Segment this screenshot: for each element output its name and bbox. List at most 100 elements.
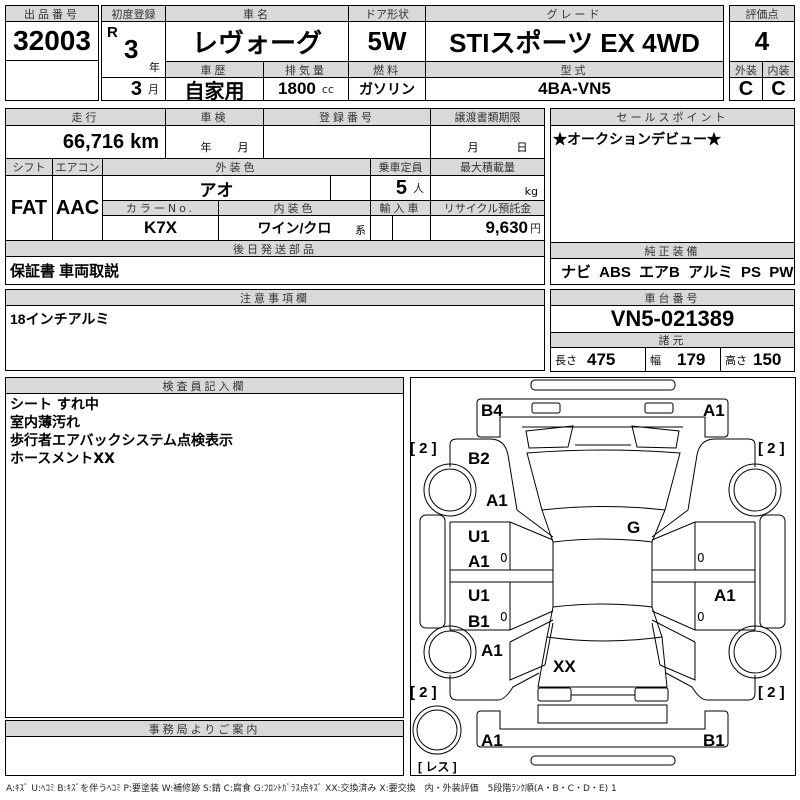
- grade-label: グレード: [425, 5, 724, 22]
- mark-lr-door-1: U1: [468, 586, 490, 605]
- doors-value: 5W: [348, 21, 426, 62]
- zero-mark: 0: [500, 610, 508, 624]
- mark-front-right: A1: [703, 401, 725, 420]
- exterior-label: 外装: [729, 61, 763, 78]
- car-name: レヴォーグ: [165, 21, 349, 62]
- width-cell: 幅 179: [645, 347, 721, 372]
- max-load-value: kg: [430, 175, 545, 201]
- mark-lf-pillar: A1: [486, 491, 508, 510]
- width-value: 179: [677, 349, 706, 369]
- ext-color-label: 外装色: [102, 158, 371, 176]
- reg-number-value: [263, 125, 431, 159]
- grade-value: STIスポーツ EX 4WD: [425, 21, 724, 62]
- lot-label: 出品番号: [5, 5, 99, 22]
- capacity-number: 5: [395, 176, 407, 199]
- reg-number-label: 登録番号: [263, 108, 431, 126]
- mileage-unit: km: [130, 130, 159, 153]
- inspector-notes: シート すれ中 室内薄汚れ 歩行者エアバックシステム点検表示 ホースメントXX: [5, 393, 404, 718]
- height-cell: 高さ 150: [720, 347, 795, 372]
- inspector-label: 検査員記入欄: [5, 377, 404, 394]
- mark-rear-left: A1: [481, 731, 503, 750]
- ext-color-extra: [330, 175, 371, 201]
- mark-lf-door-1: U1: [468, 527, 490, 546]
- shift-label: シフト: [5, 158, 53, 176]
- zero-mark: 0: [697, 551, 705, 565]
- capacity-unit: 人: [413, 182, 424, 195]
- car-name-label: 車名: [165, 5, 349, 22]
- height-value: 150: [753, 349, 782, 369]
- displacement-label: 排気量: [263, 61, 349, 78]
- history-label: 車歴: [165, 61, 264, 78]
- shift-value: FAT: [5, 175, 53, 241]
- score-value: 4: [729, 21, 795, 62]
- year-unit: 年: [149, 61, 160, 74]
- sales-point-label: セールスポイント: [550, 108, 795, 126]
- first-reg-label: 初度登録: [101, 5, 166, 22]
- aircon-label: エアコン: [52, 158, 103, 176]
- doors-label: ドア形状: [348, 5, 426, 22]
- later-parts-label: 後日発送部品: [5, 240, 545, 257]
- legend: A:ｷｽﾞ U:ﾍｺﾐ B:ｷｽﾞを伴うﾍｺﾐ P:要塗装 W:補修跡 S:錆 …: [6, 784, 617, 794]
- model-code-label: 型式: [425, 61, 724, 78]
- inspection-value: 年月: [165, 125, 264, 159]
- tread-front-left: [ 2 ]: [410, 440, 437, 457]
- mark-trunk: XX: [553, 657, 576, 676]
- year: 3: [124, 34, 139, 64]
- interior-score: C: [762, 77, 795, 101]
- caution-value: 18インチアルミ: [5, 305, 545, 371]
- inspector-line: 室内薄汚れ: [10, 415, 80, 431]
- int-color-value: ワイン/クロ 系: [218, 215, 371, 241]
- displacement-number: 1800: [278, 79, 316, 98]
- displacement-unit: cc: [321, 82, 334, 96]
- height-label: 高さ: [725, 353, 747, 367]
- inspector-line: シート すれ中: [10, 397, 99, 413]
- mark-lf-fender: B2: [468, 449, 490, 468]
- caution-label: 注意事項欄: [5, 289, 545, 306]
- transfer-deadline-label: 譲渡書類期限: [430, 108, 545, 126]
- lot-empty: [5, 60, 99, 101]
- interior-label: 内装: [762, 61, 795, 78]
- recycle-number: 9,630: [485, 218, 528, 237]
- tread-rear-right: [ 2 ]: [758, 684, 785, 701]
- history-value: 自家用: [165, 77, 264, 101]
- int-color-text: ワイン/クロ: [257, 220, 332, 236]
- recycle-unit: 円: [530, 222, 541, 235]
- mark-lr-quarter: A1: [481, 641, 503, 660]
- int-color-label: 内装色: [218, 200, 371, 216]
- width-label: 幅: [650, 353, 661, 367]
- inspector-line: 歩行者エアバックシステム点検表示: [10, 433, 234, 449]
- lot-number: 32003: [5, 21, 99, 61]
- mark-front-left: B4: [481, 401, 503, 420]
- first-reg-year: R 3 年: [101, 21, 166, 78]
- import-label: 輸入車: [370, 200, 431, 216]
- dimensions-label: 諸元: [550, 332, 795, 348]
- import-cell-2: [392, 215, 431, 241]
- exterior-score: C: [729, 77, 763, 101]
- inspection-year-unit: 年: [200, 141, 212, 154]
- tread-front-right: [ 2 ]: [758, 440, 785, 457]
- displacement-value: 1800 cc: [263, 77, 349, 101]
- inspector-line: ホースメントXX: [10, 451, 115, 467]
- color-no-label: カラーNo.: [102, 200, 219, 216]
- inspection-label: 車検: [165, 108, 264, 126]
- length-value: 475: [587, 349, 616, 369]
- office-label: 事務局よりご案内: [5, 720, 404, 737]
- mark-rr-door: A1: [714, 586, 736, 605]
- month-unit: 月: [148, 83, 159, 96]
- ext-color-value: アオ: [102, 175, 331, 201]
- int-color-unit: 系: [355, 224, 366, 237]
- sales-point-value: ★オークションデビュー★: [550, 125, 795, 243]
- max-load-label: 最大積載量: [430, 158, 545, 176]
- equipment-value: ナビ ABS エアB アルミ PS PW: [550, 258, 795, 285]
- tread-rear-left: [ 2 ]: [410, 684, 437, 701]
- car-diagram: [410, 377, 796, 776]
- fuel-label: 燃料: [348, 61, 426, 78]
- office-notes: [5, 736, 404, 776]
- mark-lr-door-2: B1: [468, 612, 490, 631]
- score-label: 評価点: [729, 5, 795, 22]
